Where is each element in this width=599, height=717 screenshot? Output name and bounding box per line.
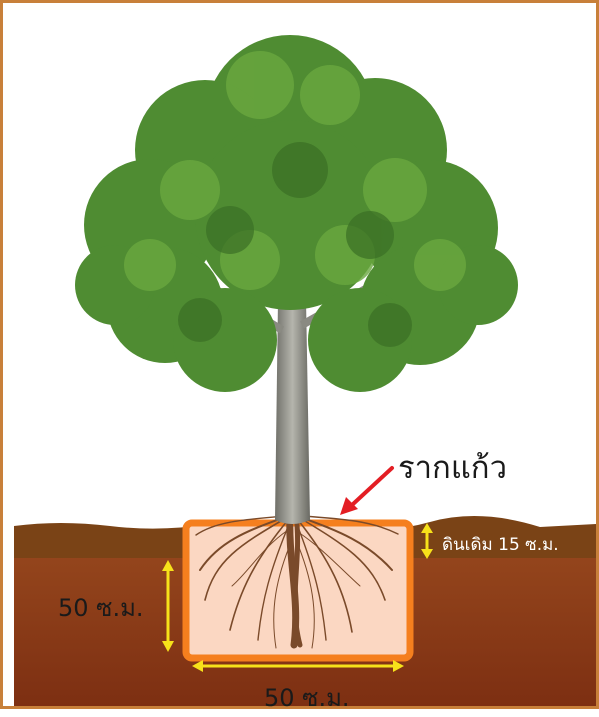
pit-depth-label: 50 ซ.ม. — [58, 588, 144, 627]
taproot-label: รากแก้ว — [398, 442, 507, 492]
pit-width-label: 50 ซ.ม. — [264, 678, 350, 717]
topsoil-depth-label: ดินเดิม 15 ซ.ม. — [442, 531, 559, 558]
